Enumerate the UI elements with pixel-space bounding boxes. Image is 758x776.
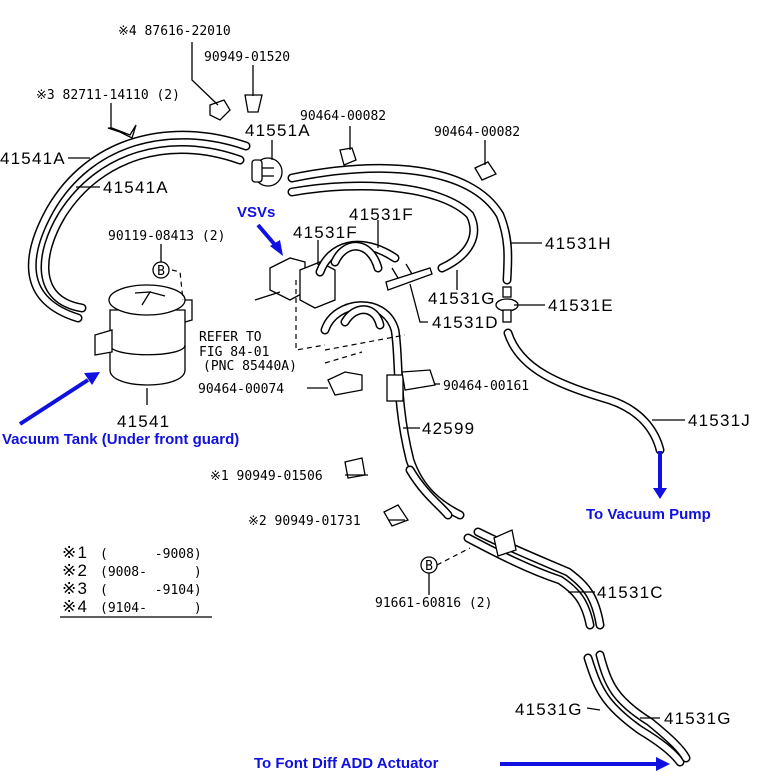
annotation-diff-actuator: To Font Diff ADD Actuator	[254, 755, 670, 772]
arrow-icon	[256, 223, 278, 248]
svg-text:B: B	[157, 264, 165, 279]
hose-42599	[320, 301, 465, 520]
vacuum-tank-41541	[94, 284, 193, 405]
label-41531J: 41531J	[688, 411, 751, 430]
legend-range-1: ( -9008)	[100, 547, 202, 562]
arrowhead-icon	[270, 240, 283, 256]
hose-41531J	[503, 328, 665, 455]
legend-range-3: ( -9104)	[100, 583, 202, 598]
legend-mark-3: ※3	[62, 579, 88, 598]
date-legend: ※1 ( -9008) ※2 (9008- ) ※3 ( -9104) ※4 (…	[60, 543, 212, 618]
label-41531F-a: 41531F	[349, 205, 414, 224]
annotation-vacuum-tank: Vacuum Tank (Under front guard)	[2, 372, 239, 448]
dashed-leaders	[171, 269, 471, 566]
reference-note: REFER TO FIG 84-01 (PNC 85440A)	[199, 330, 297, 374]
bolt-marker-tank: B	[152, 261, 170, 279]
svg-text:(PNC 85440A): (PNC 85440A)	[203, 359, 297, 374]
leader-lines	[68, 42, 685, 719]
label-41531G-top: 41531G	[428, 289, 496, 308]
svg-text:B: B	[425, 559, 433, 574]
label-82711-14110: ※3 82711-14110 (2)	[36, 88, 180, 103]
label-41531D: 41531D	[432, 313, 499, 332]
arrowhead-icon	[84, 372, 100, 385]
annotation-vacuum-tank-text: Vacuum Tank (Under front guard)	[2, 431, 239, 448]
label-41551A: 41551A	[245, 121, 311, 140]
arrowhead-icon	[653, 488, 667, 499]
label-87616-22010: ※4 87616-22010	[118, 24, 231, 39]
label-90119-08413: 90119-08413 (2)	[108, 229, 225, 244]
label-41531G-right: 41531G	[664, 709, 732, 728]
label-90464-00082-b: 90464-00082	[434, 125, 520, 140]
label-41531C: 41531C	[597, 583, 664, 602]
label-41531G-left: 41531G	[515, 700, 583, 719]
clips	[107, 94, 497, 527]
hose-41541A	[27, 130, 251, 323]
legend-range-4: (9104- )	[100, 601, 202, 616]
annotation-vsvs: VSVs	[237, 204, 283, 256]
svg-text:REFER TO: REFER TO	[199, 330, 262, 345]
annotation-diff-actuator-text: To Font Diff ADD Actuator	[254, 755, 439, 772]
label-41541A-outer: 41541A	[0, 149, 66, 168]
label-91661-60816: 91661-60816 (2)	[375, 596, 492, 611]
label-90464-00161: 90464-00161	[443, 379, 529, 394]
hose-41531G-lower	[583, 650, 691, 767]
hose-41531H	[287, 164, 513, 285]
pipe-41531C	[463, 527, 605, 630]
annotation-vacuum-pump-text: To Vacuum Pump	[586, 506, 711, 523]
valve-41551A	[251, 157, 283, 187]
arrowhead-icon	[656, 757, 670, 771]
label-90464-00074: 90464-00074	[198, 382, 284, 397]
check-valve-41531E	[495, 286, 519, 323]
annotation-vsvs-text: VSVs	[237, 204, 275, 221]
label-41531F-b: 41531F	[293, 223, 358, 242]
legend-mark-4: ※4	[62, 597, 88, 616]
legend-mark-1: ※1	[62, 543, 88, 562]
bolt-marker-pipe: B	[420, 556, 438, 574]
label-41531E: 41531E	[548, 296, 614, 315]
label-90464-00082-a: 90464-00082	[300, 109, 386, 124]
legend-mark-2: ※2	[62, 561, 88, 580]
label-90949-01731: ※2 90949-01731	[248, 514, 361, 529]
label-90949-01520: 90949-01520	[204, 50, 290, 65]
svg-text:FIG 84-01: FIG 84-01	[199, 345, 269, 360]
label-41541A-inner: 41541A	[103, 178, 169, 197]
annotation-vacuum-pump: To Vacuum Pump	[586, 451, 711, 523]
label-41541: 41541	[117, 412, 170, 431]
hose-41531F	[315, 240, 400, 277]
legend-range-2: (9008- )	[100, 565, 202, 580]
tee-41531D	[385, 263, 433, 291]
label-90949-01506: ※1 90949-01506	[210, 469, 323, 484]
label-42599: 42599	[422, 419, 475, 438]
label-41531H: 41531H	[545, 234, 612, 253]
arrow-icon	[18, 378, 90, 426]
